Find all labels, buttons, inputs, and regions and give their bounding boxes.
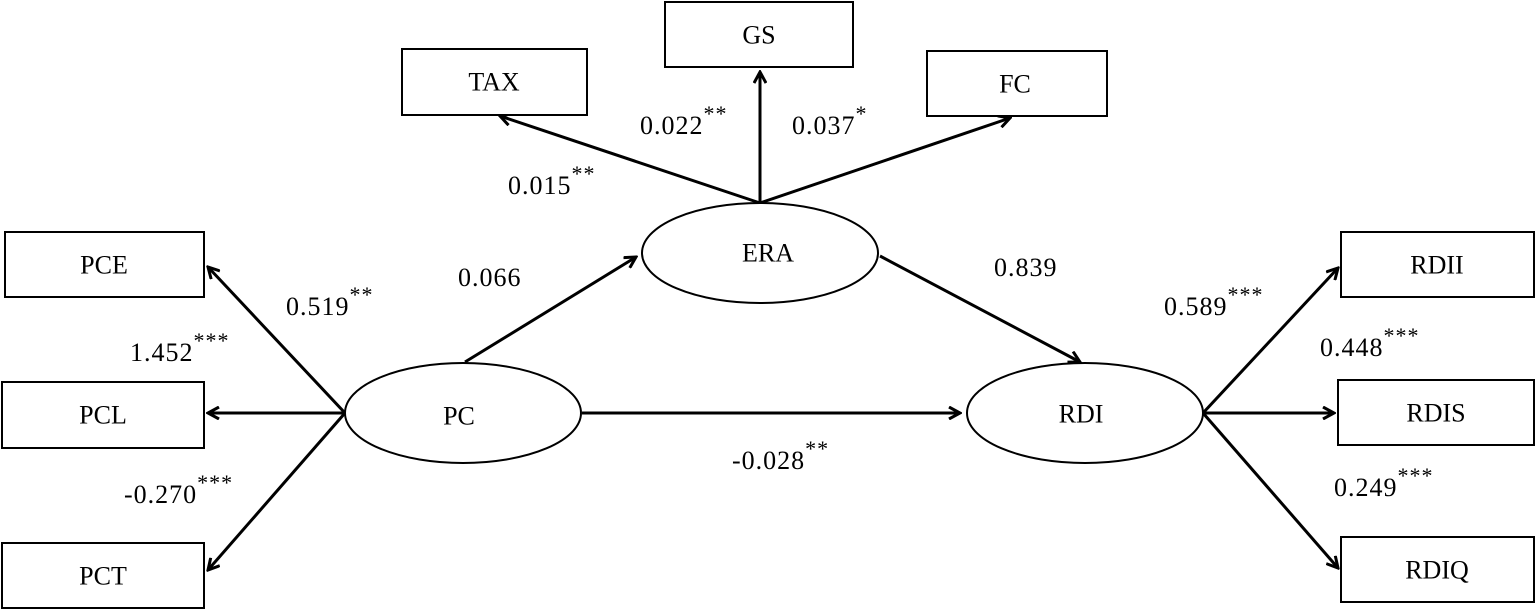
edge-era-rdi xyxy=(879,254,1080,362)
coef-era-fc: 0.037* xyxy=(792,101,868,140)
node-tax: TAX xyxy=(401,48,588,116)
coef-rdi-rdiq: 0.249*** xyxy=(1334,463,1434,502)
node-pcl: PCL xyxy=(1,381,205,449)
coef-era-tax: 0.015** xyxy=(508,161,596,200)
edge-rdi-rdiq xyxy=(1201,412,1338,568)
node-rdii: RDII xyxy=(1340,231,1535,298)
edge-rdi-rdii xyxy=(1201,268,1338,415)
coef-pc-pct: -0.270*** xyxy=(124,470,233,509)
node-era-label: ERA xyxy=(742,239,794,268)
node-pc: PC xyxy=(344,362,582,464)
node-rdi-label: RDI xyxy=(1059,400,1104,429)
node-rdiq: RDIQ xyxy=(1340,536,1535,603)
node-rdiq-label: RDIQ xyxy=(1405,556,1469,585)
coef-rdi-rdii: 0.589*** xyxy=(1164,282,1264,321)
coef-rdi-rdis: 0.448*** xyxy=(1320,323,1420,362)
node-gs: GS xyxy=(664,1,854,68)
node-rdis: RDIS xyxy=(1337,379,1535,446)
coef-era-rdi: 0.839 xyxy=(994,253,1058,282)
node-tax-label: TAX xyxy=(468,68,520,97)
node-rdis-label: RDIS xyxy=(1406,399,1465,428)
node-era: ERA xyxy=(641,202,879,304)
coef-pc-pce: 0.519** xyxy=(286,282,374,321)
node-rdi: RDI xyxy=(966,362,1204,464)
edge-era-fc xyxy=(759,118,1010,205)
node-pct: PCT xyxy=(1,542,205,609)
edge-era-tax xyxy=(500,116,761,205)
coef-pc-era: 0.066 xyxy=(458,263,522,292)
coef-pc-rdi: -0.028** xyxy=(732,436,829,475)
coef-pc-pcl: 1.452*** xyxy=(130,328,230,367)
edge-pc-era xyxy=(464,257,636,364)
node-rdii-label: RDII xyxy=(1410,251,1463,280)
node-gs-label: GS xyxy=(742,21,775,50)
coef-era-gs: 0.022** xyxy=(640,101,728,140)
edge-pc-pce xyxy=(208,267,347,415)
node-fc: FC xyxy=(926,50,1108,117)
edge-pc-pct xyxy=(208,412,347,570)
node-pct-label: PCT xyxy=(79,562,127,591)
node-pcl-label: PCL xyxy=(79,401,127,430)
node-pc-label: PC xyxy=(443,402,475,431)
node-pce-label: PCE xyxy=(80,251,128,280)
node-fc-label: FC xyxy=(999,70,1031,99)
node-pce: PCE xyxy=(4,231,205,298)
